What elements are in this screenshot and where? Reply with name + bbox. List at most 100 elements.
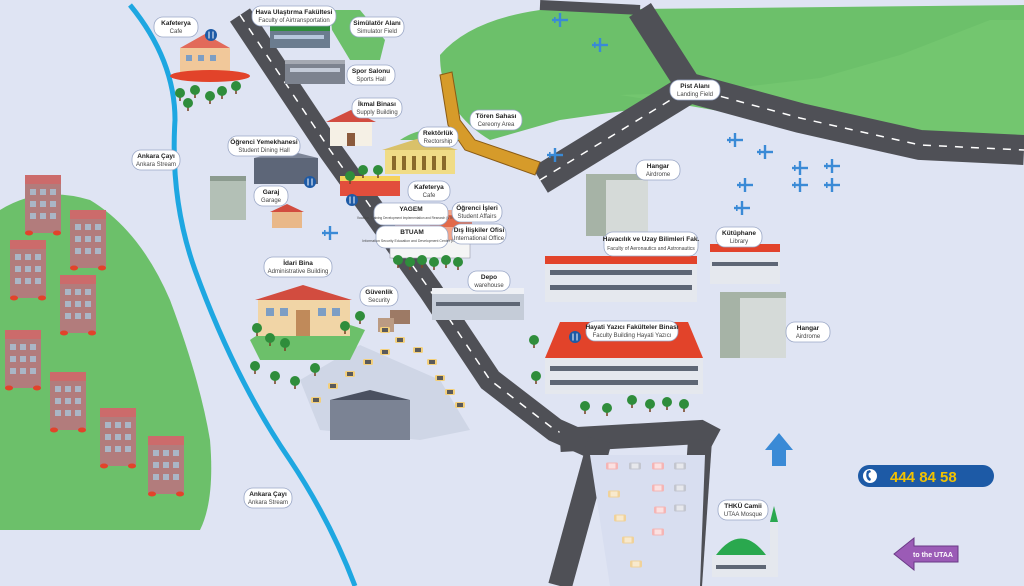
svg-text:Cafe: Cafe (170, 29, 183, 35)
cafe-center-building (340, 176, 400, 196)
supply-building (326, 110, 376, 146)
svg-text:Library: Library (730, 239, 748, 245)
svg-text:Student Dining Hall: Student Dining Hall (238, 148, 289, 154)
label-idari-bina: İdari Bina Administrative Building (263, 256, 333, 278)
svg-text:Hangar: Hangar (647, 163, 670, 170)
label-hayati-yazici: Hayati Yazıcı Fakülteler Binası Faculty … (585, 320, 679, 342)
svg-text:Ankara Stream: Ankara Stream (248, 500, 288, 506)
sports-hall-building (285, 60, 345, 84)
svg-text:Hava Ulaştırma Fakültesi: Hava Ulaştırma Fakültesi (256, 9, 333, 16)
label-simulator: Simülatör Alanı Simulator Field (349, 16, 405, 38)
library-building (710, 244, 780, 284)
parking-building (330, 390, 410, 440)
label-rektorluk: Rektörlük Rectorship (417, 126, 459, 148)
to-utaa-link[interactable]: to the UTAA (893, 536, 959, 572)
cafe-north-building (170, 34, 250, 82)
airfield-grass (620, 20, 1024, 146)
svg-text:Hayati Yazıcı Fakülteler Binas: Hayati Yazıcı Fakülteler Binası (585, 324, 678, 331)
svg-text:YAGEM: YAGEM (399, 206, 422, 213)
svg-text:UTAA Mosque: UTAA Mosque (724, 512, 763, 518)
label-ogrenci-isleri: Öğrenci İşleri Student Affairs (451, 201, 503, 223)
svg-text:Garage: Garage (261, 198, 282, 204)
svg-text:Kafeterya: Kafeterya (161, 20, 191, 27)
svg-text:Ankara Çayı: Ankara Çayı (249, 491, 287, 498)
svg-text:Supply Building: Supply Building (356, 110, 397, 116)
svg-text:Landing Field: Landing Field (677, 92, 713, 98)
label-ogrenci-yemek: Öğrenci Yemekhanesi Student Dining Hall (227, 135, 301, 157)
label-hava-ulastirma: Hava Ulaştırma Fakültesi Faculty of Airt… (251, 5, 337, 27)
label-dis-iliskiler: Dış İlişkiler Ofisi International Office (451, 223, 507, 245)
svg-text:Kafeterya: Kafeterya (414, 184, 444, 191)
svg-text:Pist Alanı: Pist Alanı (680, 83, 710, 90)
to-utaa-label: to the UTAA (913, 552, 953, 559)
svg-text:Garaj: Garaj (263, 189, 280, 196)
svg-text:Hangar: Hangar (797, 325, 820, 332)
svg-text:Student Affairs: Student Affairs (458, 214, 497, 220)
svg-text:warehouse: warehouse (473, 283, 504, 289)
label-ikmal: İkmal Binası Supply Building (351, 97, 403, 119)
svg-text:Security: Security (368, 298, 390, 304)
svg-text:Vocation, Training Development: Vocation, Training Development Implement… (357, 216, 466, 220)
svg-text:Öğrenci Yemekhanesi: Öğrenci Yemekhanesi (230, 137, 298, 146)
svg-text:Havacılık ve Uzay Bilimleri Fa: Havacılık ve Uzay Bilimleri Fak. (603, 236, 700, 243)
svg-text:Cafe: Cafe (423, 193, 436, 199)
svg-text:Administrative Building: Administrative Building (268, 269, 329, 275)
cafe-center-icon (346, 194, 358, 206)
svg-text:Depo: Depo (481, 274, 497, 281)
label-spor: Spor Salonu Sports Hall (346, 64, 396, 86)
svg-text:Faculty Building Hayati Yazıcı: Faculty Building Hayati Yazıcı (593, 333, 672, 339)
label-havacilik-fak: Havacılık ve Uzay Bilimleri Fak. Faculty… (603, 231, 700, 257)
label-hangar-2: Hangar Airdrome (785, 321, 831, 343)
svg-text:Güvenlik: Güvenlik (365, 289, 393, 296)
svg-text:Airdrome: Airdrome (796, 334, 821, 340)
svg-text:Ankara Stream: Ankara Stream (136, 162, 176, 168)
svg-text:Ankara Çayı: Ankara Çayı (137, 153, 175, 160)
label-kafeterya-north: Kafeterya Cafe (153, 16, 199, 38)
label-cami: THKÜ Camii UTAA Mosque (717, 499, 769, 521)
svg-text:Faculty of Aeronautics and Ast: Faculty of Aeronautics and Astronautics (607, 246, 695, 252)
label-kutuphane: Kütüphane Library (715, 226, 763, 248)
administrative-building (250, 285, 365, 360)
up-arrow-icon (765, 433, 793, 466)
garage-building (210, 176, 304, 228)
svg-text:BTUAM: BTUAM (400, 229, 423, 236)
phone-number: 444 84 58 (890, 469, 957, 486)
label-ankara-cayi-2: Ankara Çayı Ankara Stream (243, 487, 293, 509)
svg-text:İkmal Binası: İkmal Binası (358, 100, 396, 108)
label-ankara-cayi-1: Ankara Çayı Ankara Stream (131, 149, 181, 171)
svg-text:Spor Salonu: Spor Salonu (352, 68, 390, 75)
hangar-2-building (720, 292, 786, 358)
aeronautics-faculty-building (545, 256, 697, 302)
phone-contact[interactable]: 444 84 58 (858, 465, 994, 487)
svg-text:Cereony Area: Cereony Area (478, 122, 515, 128)
airtransport-faculty-building (270, 26, 330, 48)
hangar-1-building (586, 174, 648, 236)
label-guvenlik: Güvenlik Security (359, 285, 399, 307)
mosque-building (712, 506, 778, 577)
svg-text:Information Security Education: Information Security Education and Devel… (362, 239, 461, 243)
label-pist: Pist Alanı Landing Field (669, 79, 721, 101)
svg-text:Simulator Field: Simulator Field (357, 29, 397, 35)
svg-text:Tören Sahası: Tören Sahası (476, 113, 517, 120)
svg-text:International Office: International Office (454, 236, 505, 242)
ankara-stream (128, 3, 358, 586)
dining-icon (304, 176, 316, 188)
label-depo: Depo warehouse (467, 270, 511, 292)
svg-text:Kütüphane: Kütüphane (722, 230, 756, 237)
label-kafeterya-center: Kafeterya Cafe (407, 180, 451, 202)
warehouse-building (432, 288, 524, 320)
label-yagem: YAGEM Vocation, Training Development Imp… (357, 202, 466, 226)
svg-text:THKÜ Camii: THKÜ Camii (724, 501, 762, 510)
svg-text:Sports Hall: Sports Hall (356, 77, 385, 83)
svg-text:Airdrome: Airdrome (646, 172, 671, 178)
label-hangar-1: Hangar Airdrome (635, 159, 681, 181)
cafe-icon (205, 29, 217, 41)
svg-text:Faculty of Airtransportation: Faculty of Airtransportation (258, 18, 329, 24)
hayati-cafe-icon (569, 331, 581, 343)
label-garaj: Garaj Garage (253, 185, 289, 207)
svg-text:Dış İlişkiler Ofisi: Dış İlişkiler Ofisi (454, 226, 505, 234)
phone-icon (866, 470, 871, 481)
label-toren: Tören Sahası Cereony Area (469, 109, 523, 131)
svg-text:Rektörlük: Rektörlük (423, 130, 453, 137)
